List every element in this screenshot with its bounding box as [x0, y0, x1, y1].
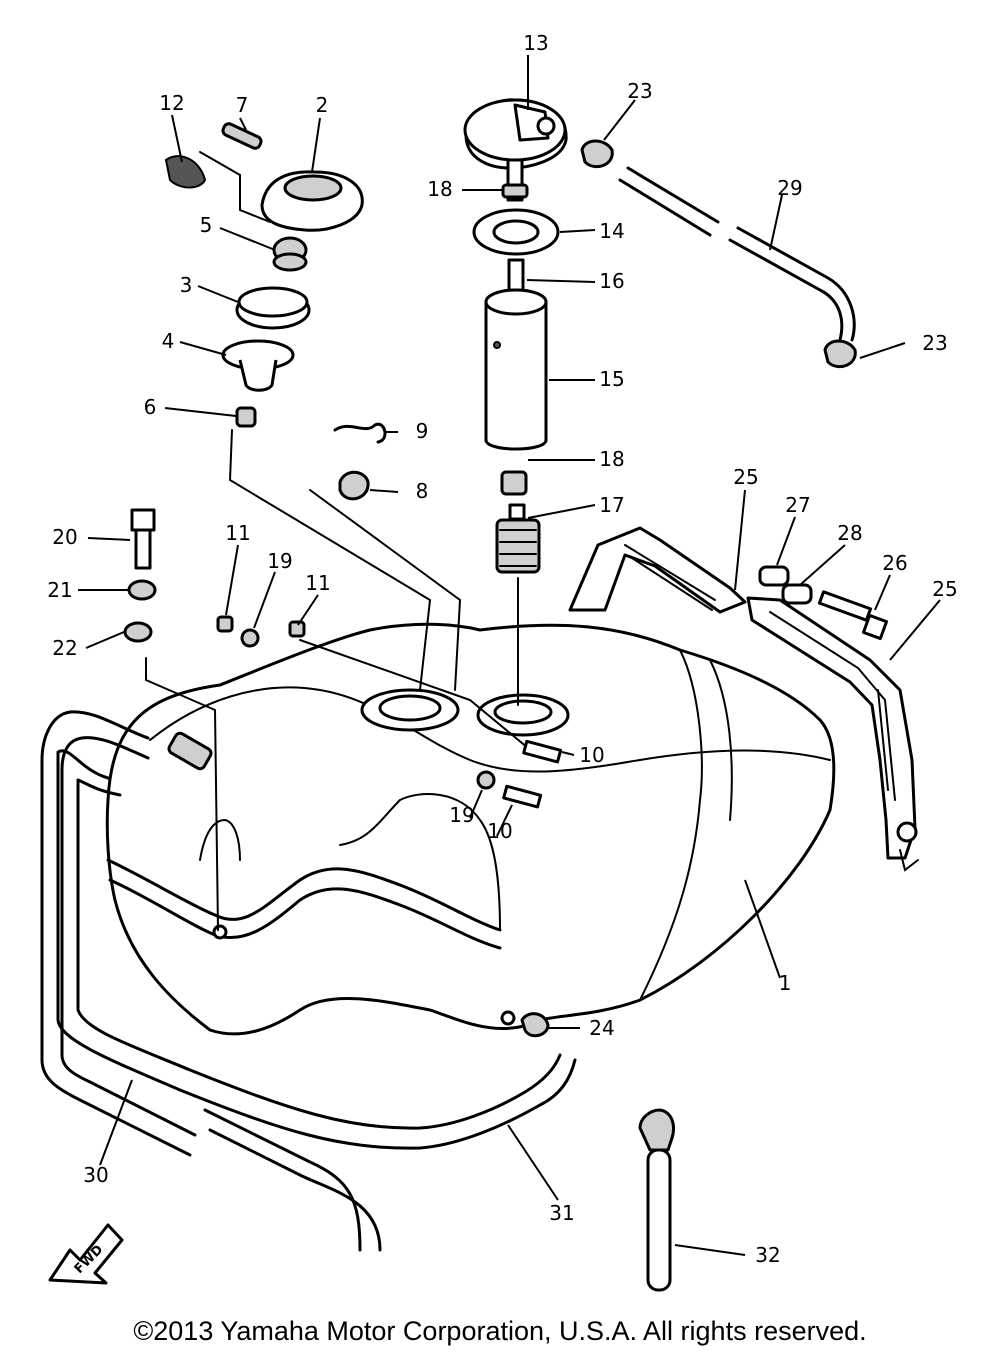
cap-2 [260, 170, 364, 232]
callout-29: 29 [777, 176, 802, 200]
callout-1: 1 [779, 971, 792, 995]
callout-13: 13 [523, 31, 548, 55]
callout-7: 7 [236, 93, 249, 117]
washer-21 [127, 579, 157, 601]
grommet-18-lower [500, 470, 528, 496]
callout-18-lower: 18 [599, 447, 624, 471]
callout-19-upper: 19 [267, 549, 292, 573]
washer-22 [123, 621, 153, 643]
pin-7 [221, 122, 263, 150]
hardware-11-leader [299, 639, 541, 759]
seat-4 [221, 339, 295, 392]
callout-32: 32 [755, 1243, 780, 1267]
bolt-26 [817, 590, 889, 641]
hose-29 [618, 166, 856, 342]
callout-23-lower: 23 [922, 331, 947, 355]
callout-5: 5 [200, 213, 213, 237]
callout-10-lower: 10 [487, 819, 512, 843]
callout-leaders [78, 55, 941, 1256]
hardware-leader [145, 657, 219, 931]
bolt-20 [130, 508, 156, 570]
callout-19-lower: 19 [449, 803, 474, 827]
callout-3: 3 [180, 273, 193, 297]
callout-21: 21 [47, 578, 72, 602]
clamp-8-leader [309, 489, 462, 691]
callout-labels: 13 12 7 2 23 29 18 14 5 16 3 4 23 15 6 9… [47, 31, 957, 1267]
filter-17 [495, 503, 541, 574]
gasket-14 [472, 208, 560, 256]
clip-23-upper [580, 139, 614, 169]
callout-11-left: 11 [225, 521, 250, 545]
clip-24 [520, 1012, 550, 1038]
callout-27: 27 [785, 493, 810, 517]
callout-18-upper: 18 [427, 177, 452, 201]
callout-12: 12 [159, 91, 184, 115]
strap-25-front [746, 596, 919, 872]
clip-9 [333, 422, 387, 444]
callout-22: 22 [52, 636, 77, 660]
callout-9: 9 [416, 419, 429, 443]
callout-4: 4 [162, 329, 175, 353]
callout-17: 17 [599, 493, 624, 517]
clip-23-lower [823, 339, 857, 369]
nut-11-right [288, 620, 306, 638]
gauge-body-15 [484, 288, 548, 451]
callout-15: 15 [599, 367, 624, 391]
fuel-tank [105, 622, 836, 1036]
grommet-19-lower [476, 770, 496, 790]
grommet-19-upper [240, 628, 260, 648]
tool-32 [638, 1108, 675, 1292]
nut-11-left [216, 615, 234, 633]
callout-23-upper: 23 [627, 79, 652, 103]
callout-26: 26 [882, 551, 907, 575]
cap-2-pin-leader [199, 151, 271, 223]
callout-31: 31 [549, 1201, 574, 1225]
hose-31 [56, 749, 577, 1150]
callout-28: 28 [837, 521, 862, 545]
collar-28 [781, 583, 813, 605]
collar-27 [758, 565, 790, 587]
callout-14: 14 [599, 219, 624, 243]
callout-20: 20 [52, 525, 77, 549]
gasket-5 [272, 236, 308, 272]
bolt-10-lower [502, 784, 543, 809]
callout-2: 2 [316, 93, 329, 117]
callout-8: 8 [416, 479, 429, 503]
callout-25-lower: 25 [932, 577, 957, 601]
callout-30: 30 [83, 1163, 108, 1187]
clamp-8 [338, 470, 370, 501]
forward-arrow-icon: FWD [48, 1223, 124, 1285]
callout-24: 24 [589, 1016, 614, 1040]
fuel-cap-13 [463, 98, 568, 170]
fitting-6 [235, 406, 257, 428]
callout-6: 6 [144, 395, 157, 419]
spring-12 [164, 155, 207, 189]
copyright-notice: ©2013 Yamaha Motor Corporation, U.S.A. A… [133, 1316, 867, 1346]
bolt-10-upper [522, 739, 563, 764]
strap-25-rear [568, 526, 747, 614]
neck-parts-centerline [228, 429, 432, 691]
callout-10-upper: 10 [579, 743, 604, 767]
callout-11-right: 11 [305, 571, 330, 595]
callout-25-upper: 25 [733, 465, 758, 489]
ring-3 [235, 286, 311, 330]
callout-16: 16 [599, 269, 624, 293]
